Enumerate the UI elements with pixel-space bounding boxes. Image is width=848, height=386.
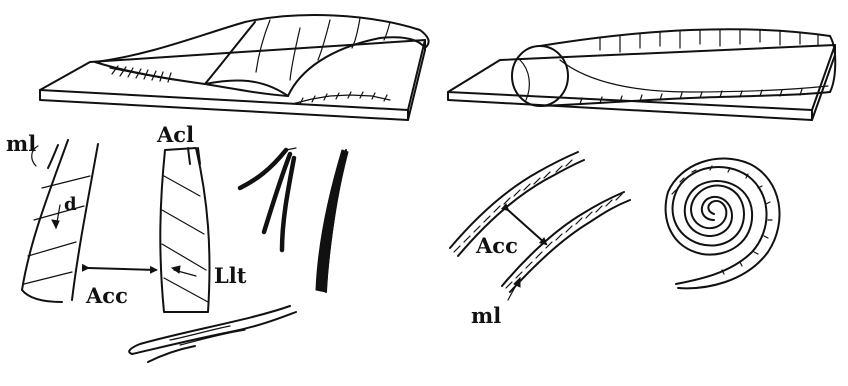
- dark-lamella: [316, 150, 348, 292]
- label-acl: Acl: [157, 124, 194, 145]
- label-acc-left: Acc: [86, 285, 128, 306]
- label-acc-right: Acc: [476, 235, 518, 256]
- ml-right-pointer: [508, 278, 520, 300]
- curled-sheet: [512, 29, 835, 106]
- label-d: d: [64, 196, 77, 214]
- left-lamella-b: [160, 148, 209, 312]
- left-lamella-a: [22, 140, 98, 302]
- slab-right: [448, 45, 835, 120]
- acc-left-arrow: [88, 268, 156, 270]
- label-llt: Llt: [214, 265, 246, 286]
- label-ml-right: ml: [471, 305, 501, 326]
- flat-curl: [129, 306, 296, 362]
- sheet-lower: [502, 192, 630, 292]
- spiral-coil: [666, 159, 780, 289]
- surface-mound: [95, 15, 429, 104]
- label-ml-left: ml: [6, 133, 36, 154]
- split-fibers: [240, 148, 296, 250]
